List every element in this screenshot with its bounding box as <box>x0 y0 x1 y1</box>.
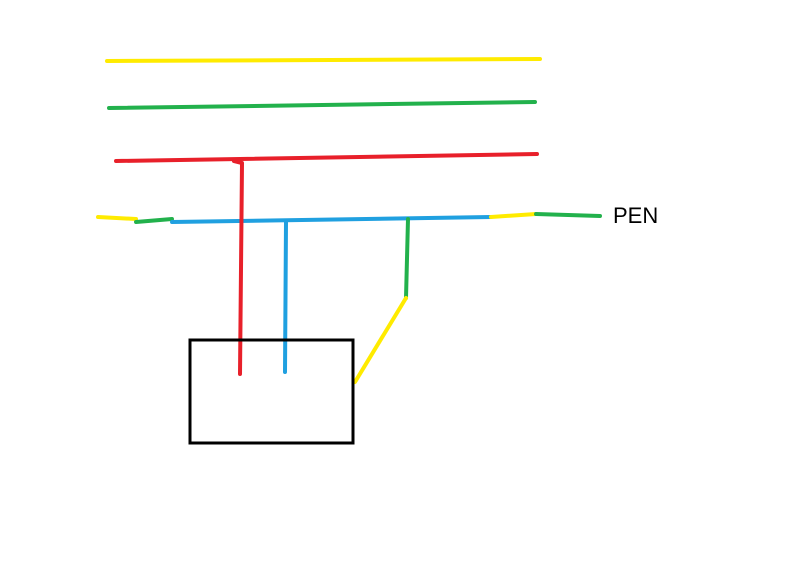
blue-drop-wire <box>283 220 288 374</box>
pen-segment-green-left <box>134 217 174 224</box>
pen-label: PEN <box>613 203 658 228</box>
conductor-green-top <box>107 100 537 110</box>
pen-segment-yellow-left <box>96 215 138 221</box>
conductor-red-phase <box>114 152 539 163</box>
pen-segment-yellow-right <box>489 212 538 219</box>
pen-segment-green-right <box>534 212 602 218</box>
yellow-earth-link-wire <box>353 296 408 384</box>
red-drop-wire <box>232 159 244 376</box>
equipment-box <box>188 338 355 445</box>
green-earth-drop-wire <box>404 217 410 300</box>
conductor-yellow-top <box>105 57 542 63</box>
pen-segment-blue <box>170 215 493 224</box>
